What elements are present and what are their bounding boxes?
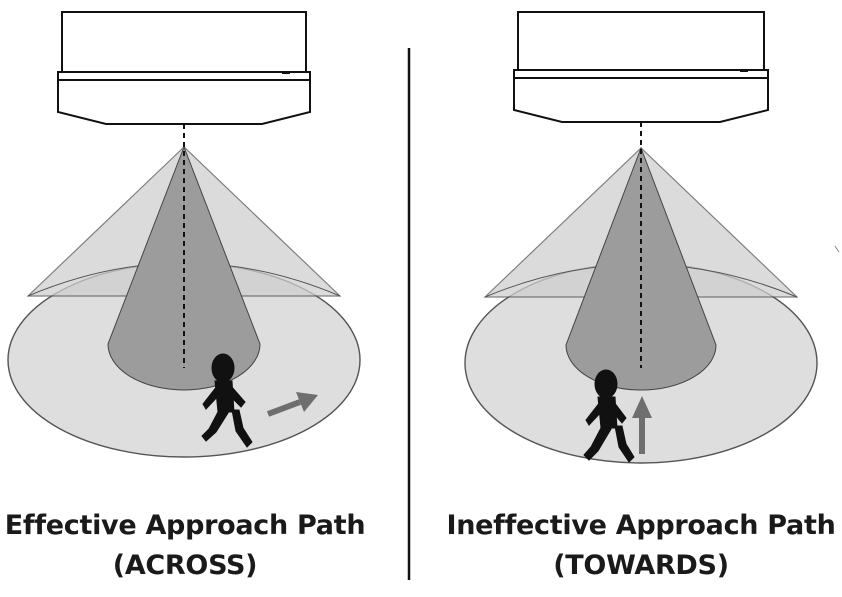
left-across-arrow-icon (266, 392, 318, 417)
left-walking-person-icon (201, 353, 253, 448)
right-towards-arrow-icon (632, 396, 652, 454)
right-panel (464, 11, 818, 464)
left-caption: Effective Approach Path (ACROSS) (0, 506, 370, 586)
left-ceiling-sensor (57, 11, 311, 125)
right-ceiling-sensor (513, 11, 769, 123)
left-caption-subtitle: (ACROSS) (112, 550, 258, 581)
left-panel (7, 11, 361, 458)
right-caption-title: Ineffective Approach Path (446, 510, 836, 541)
stray-mark (834, 245, 840, 253)
right-caption-subtitle: (TOWARDS) (553, 550, 729, 581)
right-caption: Ineffective Approach Path (TOWARDS) (440, 506, 842, 586)
right-walking-person-icon (583, 369, 635, 463)
left-caption-title: Effective Approach Path (4, 510, 366, 541)
